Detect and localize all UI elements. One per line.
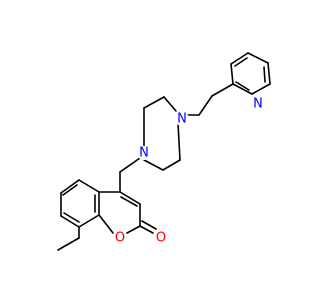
bond bbox=[62, 184, 78, 196]
bond bbox=[198, 95, 213, 116]
atom-label: O bbox=[115, 231, 125, 246]
atom-label: N bbox=[139, 146, 149, 161]
bond bbox=[267, 62, 271, 85]
bond bbox=[177, 122, 181, 161]
bond bbox=[119, 157, 141, 173]
bond bbox=[57, 237, 80, 251]
bond bbox=[78, 179, 100, 193]
bond bbox=[235, 81, 250, 91]
bond bbox=[247, 52, 269, 64]
atom-label-background bbox=[154, 231, 168, 245]
bond bbox=[232, 83, 253, 95]
atom-label: N bbox=[177, 112, 187, 127]
bond bbox=[263, 66, 266, 83]
bond bbox=[60, 215, 80, 228]
bond bbox=[119, 191, 141, 205]
pyridine-nitrogen: N bbox=[251, 97, 265, 112]
bond bbox=[251, 83, 271, 95]
piperazine-nitrogen-lower: N bbox=[137, 146, 151, 161]
bond bbox=[143, 159, 164, 171]
molecule-canvas: N N N O O bbox=[57, 52, 271, 251]
bond bbox=[163, 96, 177, 112]
atom-label-background bbox=[113, 231, 127, 245]
bond bbox=[120, 196, 138, 207]
atom-labels: N N N O O bbox=[113, 97, 265, 246]
bond bbox=[139, 225, 154, 234]
bond bbox=[126, 225, 141, 234]
bond bbox=[230, 63, 234, 85]
bond bbox=[143, 96, 165, 109]
bond bbox=[98, 214, 114, 234]
atom-label: O bbox=[156, 231, 166, 246]
piperazine-nitrogen-upper: N bbox=[175, 112, 189, 127]
bond bbox=[234, 57, 248, 67]
bond bbox=[63, 212, 80, 223]
bond bbox=[60, 179, 80, 194]
bond bbox=[78, 214, 100, 228]
bond bbox=[230, 52, 249, 65]
atom-label-background bbox=[137, 146, 151, 160]
carbonyl-oxygen: O bbox=[154, 231, 168, 246]
atom-label-background bbox=[175, 112, 189, 126]
molecule-structure-diagram: N N N O O bbox=[57, 52, 271, 251]
atom-label: N bbox=[253, 97, 263, 112]
bond bbox=[141, 220, 157, 230]
atom-label-background bbox=[251, 97, 265, 111]
ring-oxygen: O bbox=[113, 231, 127, 246]
bond bbox=[211, 83, 234, 97]
bond bbox=[162, 159, 181, 171]
bonds bbox=[57, 52, 271, 251]
